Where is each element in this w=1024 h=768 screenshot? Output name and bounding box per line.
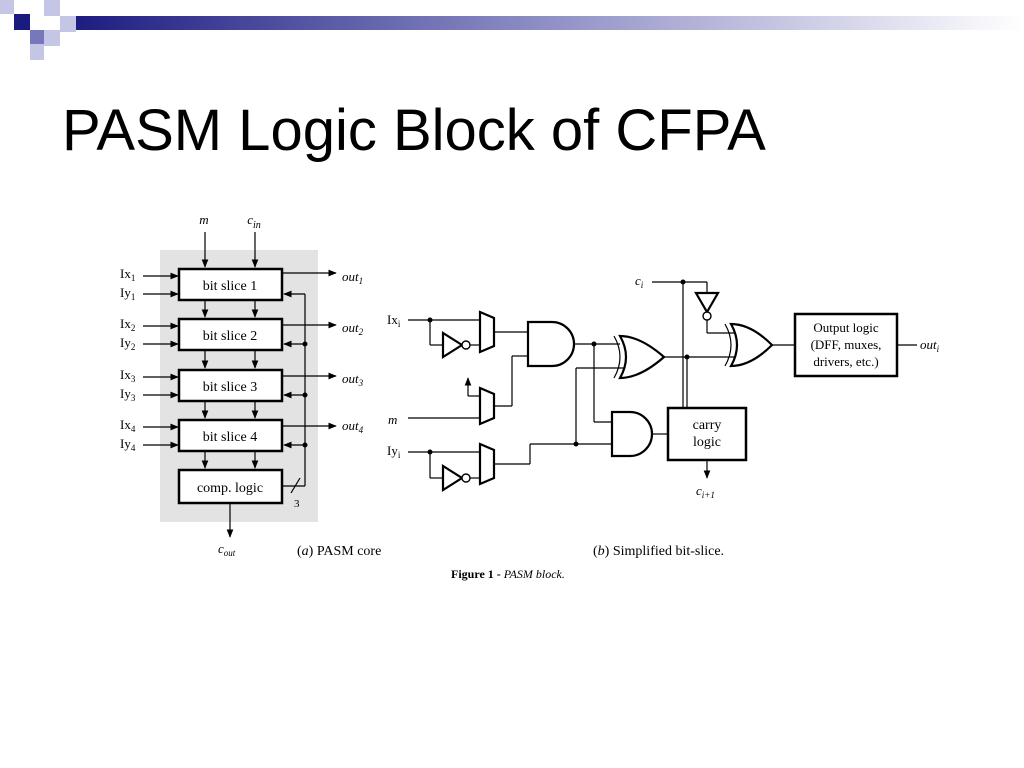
core-ix-3: Ix3 [120, 367, 136, 384]
bitslice-co: ci+1 [696, 483, 715, 500]
core-iy-2: Iy2 [120, 335, 135, 352]
core-iy-4: Iy4 [120, 436, 136, 453]
corner-square-1 [0, 0, 14, 14]
bitslice-ci: ci [635, 273, 644, 290]
core-bus-width: 3 [294, 498, 300, 510]
core-caption: (a) PASM core [297, 544, 381, 559]
core-input-m: m [199, 212, 208, 227]
corner-square-7 [30, 44, 44, 60]
bit-slice-2: bit slice 2 [177, 317, 284, 352]
bit-slice-3: bit slice 3 [177, 368, 284, 403]
core-left-inputs: Ix1 Iy1 Ix2 Iy2 Ix3 Iy3 Ix4 Iy4 [120, 266, 179, 453]
bitslice-ix: Ixi [387, 312, 401, 329]
bitslice-caption: (b) Simplified bit-slice. [593, 544, 724, 559]
core-out-4: out4 [342, 418, 364, 435]
core-output-cout: cout [218, 541, 236, 558]
bitslice-out: outi [920, 337, 940, 354]
core-out-2: out2 [342, 320, 364, 337]
and-gate-1 [526, 320, 576, 368]
xor-gate-1 [613, 334, 666, 380]
svg-text:comp. logic: comp. logic [197, 481, 263, 496]
core-outputs: out1 out2 out3 out4 [282, 269, 364, 435]
bit-slice-1: bit slice 1 [177, 267, 284, 302]
svg-text:bit slice 1: bit slice 1 [203, 279, 257, 294]
svg-text:bit slice 2: bit slice 2 [203, 329, 257, 344]
corner-square-4 [60, 16, 76, 32]
bitslice-inputs: Ixi m Iyi [387, 312, 401, 460]
xor-gate-2 [724, 322, 774, 368]
svg-text:drivers, etc.): drivers, etc.) [813, 354, 878, 369]
core-out-3: out3 [342, 371, 364, 388]
svg-text:Output logic: Output logic [813, 320, 879, 335]
corner-square-5 [30, 30, 44, 44]
and-gate-2 [610, 410, 654, 458]
svg-text:(DFF, muxes,: (DFF, muxes, [811, 337, 882, 352]
ci-inverter [694, 291, 720, 315]
core-iy-1: Iy1 [120, 285, 135, 302]
mux-iy [478, 442, 496, 486]
core-ix-2: Ix2 [120, 316, 135, 333]
inverter-ix [441, 331, 465, 359]
figure-caption: Figure 1 - PASM block. [451, 567, 565, 581]
corner-square-3 [44, 0, 60, 16]
svg-text:bit slice 3: bit slice 3 [203, 380, 257, 395]
core-input-cin: cin [247, 212, 261, 231]
core-iy-3: Iy3 [120, 386, 136, 403]
output-logic-block: Output logic (DFF, muxes, drivers, etc.) [793, 312, 899, 378]
header-decoration [0, 0, 1024, 60]
mux-ix [478, 310, 496, 354]
header-gradient-bar [62, 16, 1024, 30]
core-feedback-bus: 3 [282, 290, 308, 510]
comp-logic-block: comp. logic [177, 468, 284, 505]
svg-text:carry: carry [693, 418, 722, 433]
slide-title: PASM Logic Block of CFPA [62, 98, 766, 163]
core-out-1: out1 [342, 269, 363, 286]
bit-slice-4: bit slice 4 [177, 418, 284, 453]
core-ix-4: Ix4 [120, 417, 136, 434]
corner-square-2 [14, 14, 30, 30]
core-ix-1: Ix1 [120, 266, 135, 283]
corner-square-6 [44, 30, 60, 46]
inverter-iy [441, 464, 465, 492]
svg-text:bit slice 4: bit slice 4 [203, 430, 257, 445]
bitslice-m: m [388, 412, 397, 427]
bitslice-iy: Iyi [387, 443, 401, 460]
svg-text:logic: logic [693, 435, 721, 450]
mux-mode [478, 386, 496, 426]
carry-logic-block: carry logic [666, 406, 748, 462]
